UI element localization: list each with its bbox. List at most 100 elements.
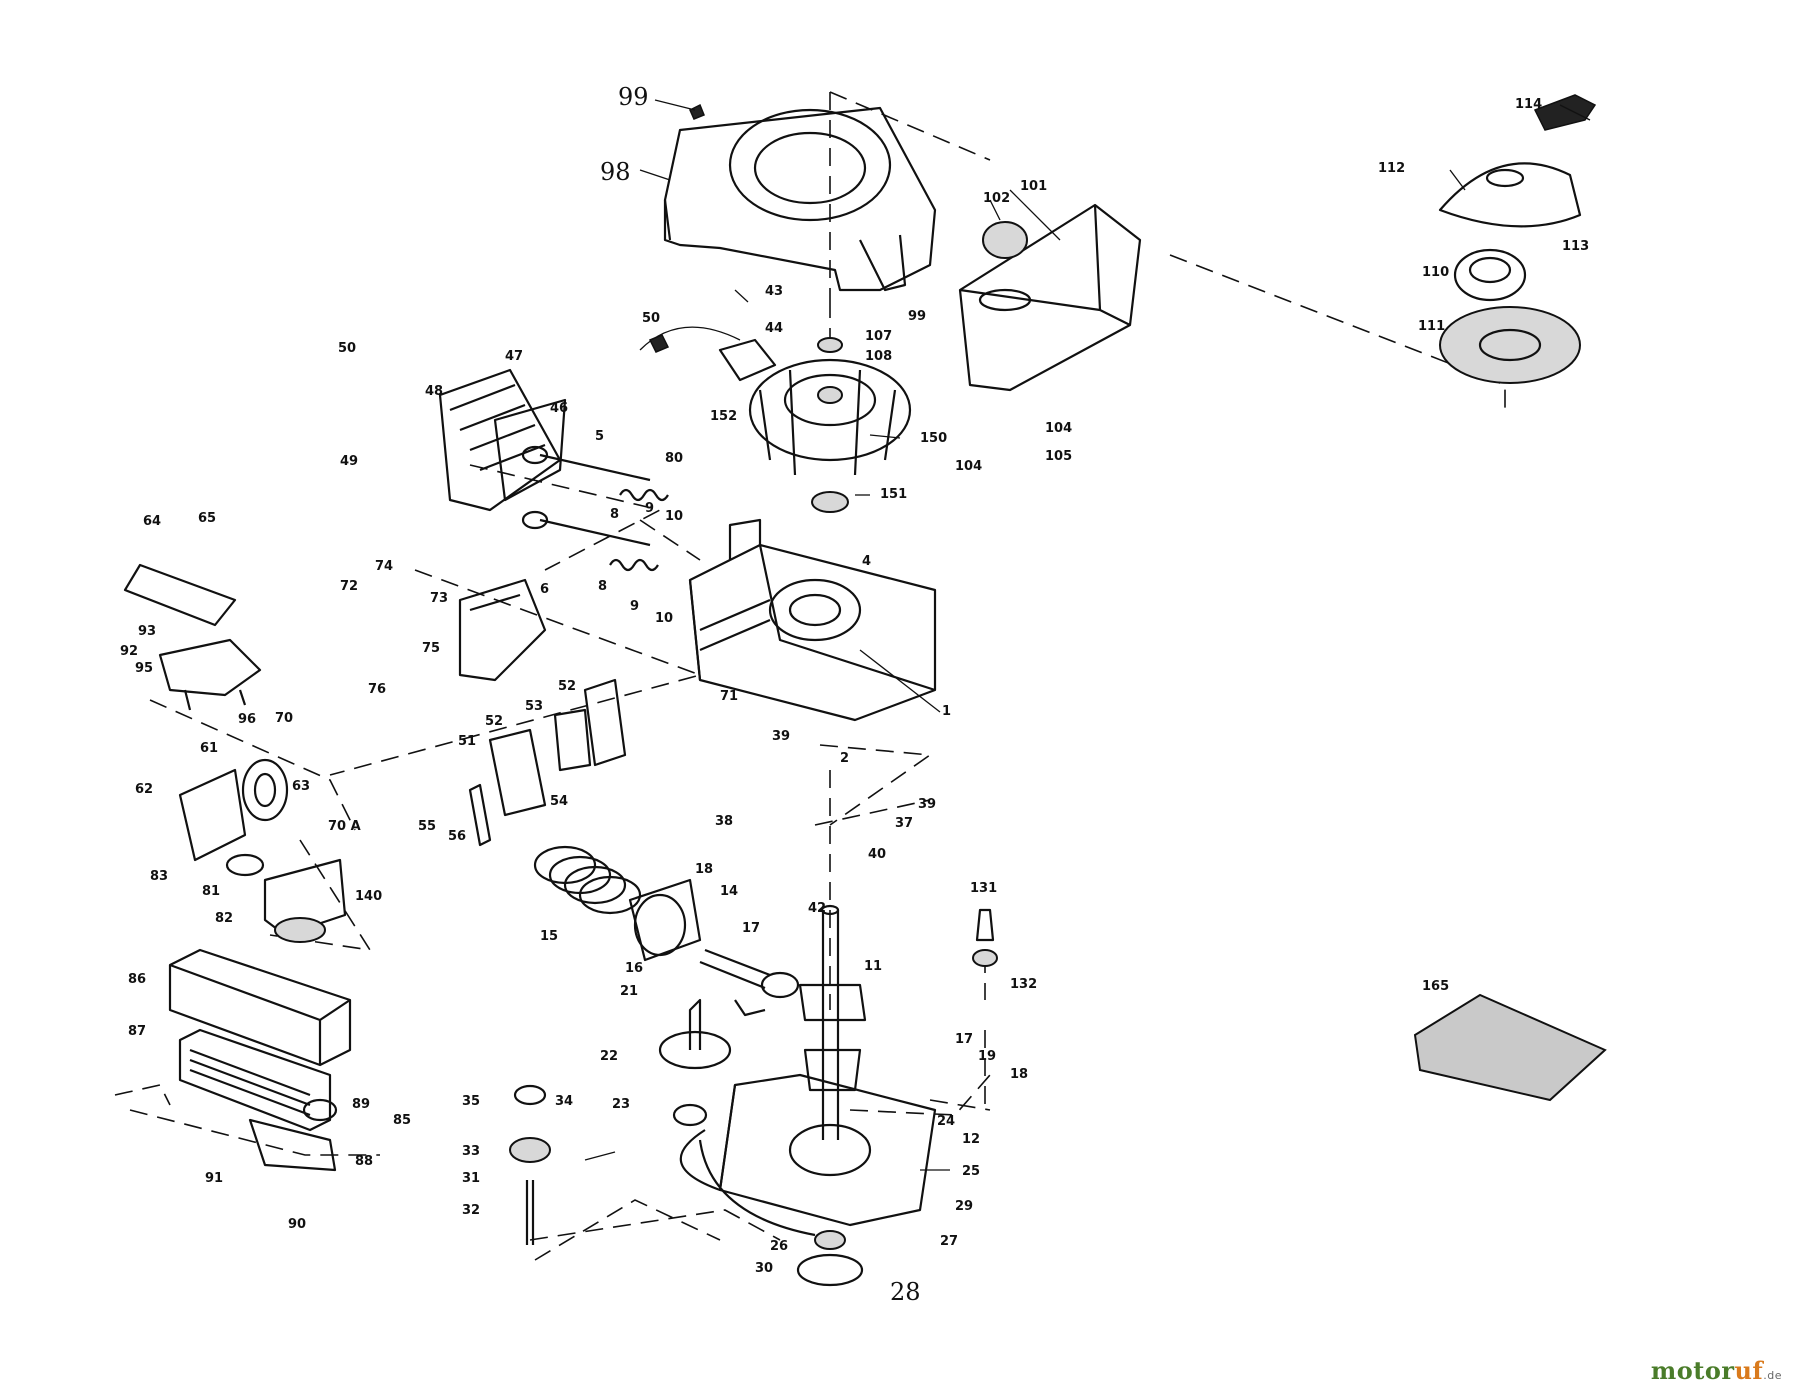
callout-101: 101 bbox=[1020, 179, 1047, 194]
callout-95: 95 bbox=[135, 661, 153, 676]
callout-17b: 17 bbox=[955, 1032, 973, 1047]
callout-87: 87 bbox=[128, 1024, 146, 1039]
callout-150: 150 bbox=[920, 431, 947, 446]
callout-102: 102 bbox=[983, 191, 1010, 206]
callout-30: 30 bbox=[755, 1261, 773, 1276]
callout-89: 89 bbox=[352, 1097, 370, 1112]
assembly-lines bbox=[114, 91, 1506, 1261]
connecting-rod bbox=[699, 948, 800, 1017]
callout-82: 82 bbox=[215, 911, 233, 926]
callout-17a: 17 bbox=[742, 921, 760, 936]
callout-22: 22 bbox=[600, 1049, 618, 1064]
ignition-coil bbox=[639, 326, 777, 382]
parts-bag bbox=[1413, 993, 1607, 1102]
callout-50b: 50 bbox=[338, 341, 356, 356]
callout-76: 76 bbox=[368, 682, 386, 697]
callout-32: 32 bbox=[462, 1203, 480, 1218]
flywheel bbox=[748, 337, 912, 513]
callout-63: 63 bbox=[292, 779, 310, 794]
callout-21: 21 bbox=[620, 984, 638, 999]
callout-37: 37 bbox=[895, 816, 913, 831]
callout-38a: 38 bbox=[715, 814, 733, 829]
callout-46: 46 bbox=[550, 401, 568, 416]
callout-43: 43 bbox=[765, 284, 783, 299]
watermark-suffix: .de bbox=[1763, 1369, 1782, 1382]
air-filter bbox=[168, 948, 352, 1172]
callout-92: 92 bbox=[120, 644, 138, 659]
callout-8a: 8 bbox=[610, 507, 619, 522]
callout-52a: 52 bbox=[558, 679, 576, 694]
spark-plug bbox=[972, 908, 998, 967]
callout-96: 96 bbox=[238, 712, 256, 727]
callout-99b: 99 bbox=[908, 309, 926, 324]
callout-64: 64 bbox=[143, 514, 161, 529]
crankcase-sump bbox=[679, 1073, 937, 1287]
callout-93: 93 bbox=[138, 624, 156, 639]
callout-28: 28 bbox=[890, 1278, 921, 1306]
callout-86: 86 bbox=[128, 972, 146, 987]
callout-11: 11 bbox=[864, 959, 882, 974]
callout-35: 35 bbox=[462, 1094, 480, 1109]
callout-8b: 8 bbox=[598, 579, 607, 594]
callout-49: 49 bbox=[340, 454, 358, 469]
callout-99: 99 bbox=[618, 83, 649, 111]
callout-55: 55 bbox=[418, 819, 436, 834]
callout-51: 51 bbox=[458, 734, 476, 749]
callout-83: 83 bbox=[150, 869, 168, 884]
callout-42: 42 bbox=[808, 901, 826, 916]
blower-housing bbox=[663, 103, 937, 292]
cylinder-head bbox=[438, 368, 567, 512]
callout-131: 131 bbox=[970, 881, 997, 896]
callout-9a: 9 bbox=[645, 501, 654, 516]
callout-104b: 104 bbox=[955, 459, 982, 474]
valves bbox=[521, 445, 669, 572]
callout-114: 114 bbox=[1515, 97, 1542, 112]
camshaft-governor bbox=[658, 998, 732, 1127]
callout-72: 72 bbox=[340, 579, 358, 594]
callout-23: 23 bbox=[612, 1097, 630, 1112]
callout-56: 56 bbox=[448, 829, 466, 844]
callout-1: 1 bbox=[942, 704, 951, 719]
callout-107: 107 bbox=[865, 329, 892, 344]
callout-90: 90 bbox=[288, 1217, 306, 1232]
callout-65: 65 bbox=[198, 511, 216, 526]
callout-40: 40 bbox=[868, 847, 886, 862]
callout-80: 80 bbox=[665, 451, 683, 466]
callout-10b: 10 bbox=[655, 611, 673, 626]
callout-152: 152 bbox=[710, 409, 737, 424]
callout-2: 2 bbox=[840, 751, 849, 766]
callout-34: 34 bbox=[555, 1094, 573, 1109]
callout-12: 12 bbox=[962, 1132, 980, 1147]
control-bracket bbox=[123, 563, 262, 711]
callout-91: 91 bbox=[205, 1171, 223, 1186]
callout-110: 110 bbox=[1422, 265, 1449, 280]
fuel-tank bbox=[958, 203, 1142, 392]
gaskets bbox=[468, 678, 627, 847]
callout-53: 53 bbox=[525, 699, 543, 714]
crankshaft bbox=[798, 904, 867, 1140]
callout-98: 98 bbox=[600, 158, 631, 186]
callout-labels: 99 98 114 112 113 110 111 102 101 99 107… bbox=[120, 83, 1589, 1306]
callout-26: 26 bbox=[770, 1239, 788, 1254]
callout-6: 6 bbox=[540, 582, 549, 597]
callout-52b: 52 bbox=[485, 714, 503, 729]
callout-140: 140 bbox=[355, 889, 382, 904]
callout-54: 54 bbox=[550, 794, 568, 809]
callout-18b: 18 bbox=[1010, 1067, 1028, 1082]
callout-70A: 70 A bbox=[328, 819, 361, 834]
callout-29: 29 bbox=[955, 1199, 973, 1214]
callout-73: 73 bbox=[430, 591, 448, 606]
callout-39b: 39 bbox=[918, 797, 936, 812]
callout-70: 70 bbox=[275, 711, 293, 726]
callout-165: 165 bbox=[1422, 979, 1449, 994]
callout-15: 15 bbox=[540, 929, 558, 944]
callout-24: 24 bbox=[937, 1114, 955, 1129]
engine-block bbox=[688, 518, 937, 722]
callout-132: 132 bbox=[1010, 977, 1037, 992]
callout-112: 112 bbox=[1378, 161, 1405, 176]
callout-10a: 10 bbox=[665, 509, 683, 524]
callout-19: 19 bbox=[978, 1049, 996, 1064]
callout-108: 108 bbox=[865, 349, 892, 364]
callout-27: 27 bbox=[940, 1234, 958, 1249]
watermark-logo: motoruf.de bbox=[1651, 1356, 1782, 1385]
